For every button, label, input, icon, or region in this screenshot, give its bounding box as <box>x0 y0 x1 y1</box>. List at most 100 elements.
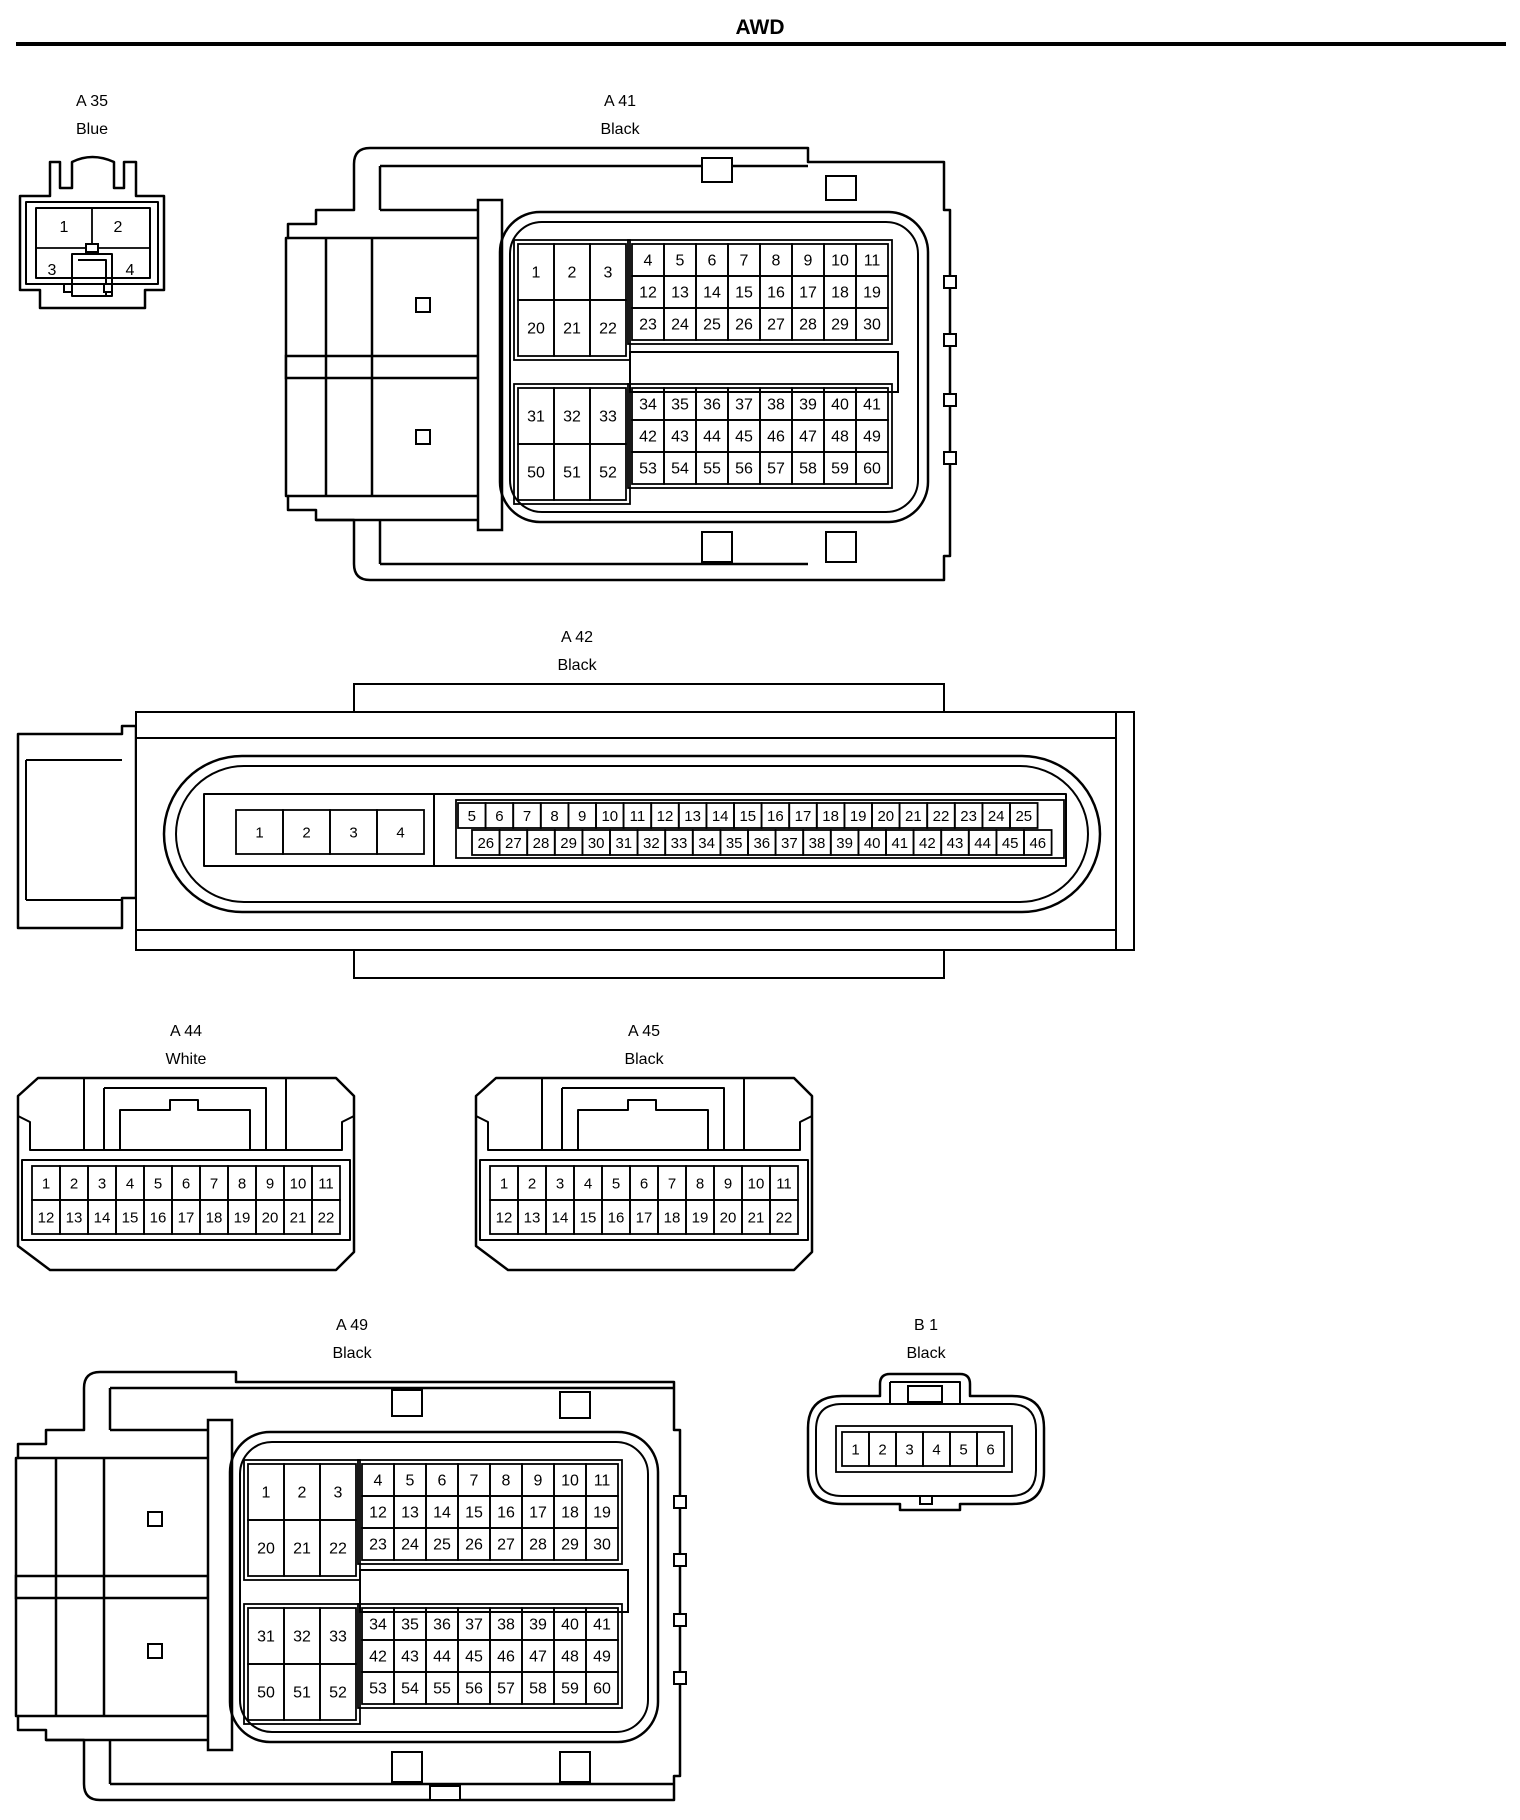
connector-a44-body <box>16 1076 356 1272</box>
pin-number: 60 <box>863 461 881 478</box>
pin-number: 53 <box>369 1681 387 1698</box>
pin-number: 46 <box>497 1649 515 1666</box>
page-title: AWD <box>735 16 785 39</box>
pin-number: 22 <box>318 1210 335 1227</box>
pin-number: 8 <box>550 808 558 825</box>
pin-cell <box>589 443 627 501</box>
pin-number: 7 <box>470 1473 479 1490</box>
pin-number: 12 <box>38 1210 55 1227</box>
pin-number: 59 <box>561 1681 579 1698</box>
pin-number: 52 <box>599 465 617 482</box>
pin-number: 8 <box>238 1176 246 1193</box>
pin-number: 21 <box>293 1541 311 1558</box>
connector-a41-body <box>284 146 957 582</box>
pin-number: 4 <box>644 253 653 270</box>
pin-number: 42 <box>369 1649 387 1666</box>
pin-number: 17 <box>178 1210 195 1227</box>
pin-number: 44 <box>433 1649 451 1666</box>
pin-number: 19 <box>593 1505 611 1522</box>
pin-number: 54 <box>671 461 689 478</box>
pin-number: 4 <box>126 1176 134 1193</box>
pin-number: 43 <box>401 1649 419 1666</box>
pin-number: 12 <box>639 285 657 302</box>
pin-number: 59 <box>831 461 849 478</box>
pin-number: 15 <box>580 1210 597 1227</box>
pin-number: 10 <box>601 808 618 825</box>
pin-number: 51 <box>293 1685 311 1702</box>
pin-number: 16 <box>767 808 784 825</box>
pin-number: 9 <box>266 1176 274 1193</box>
connector-b1-id: B 1 <box>914 1317 938 1334</box>
pin-number: 37 <box>465 1617 483 1634</box>
pin-number: 54 <box>401 1681 419 1698</box>
pin-number: 56 <box>735 461 753 478</box>
pin-number: 8 <box>772 253 781 270</box>
pin-number: 23 <box>369 1537 387 1554</box>
pin-number: 45 <box>465 1649 483 1666</box>
pin-number: 49 <box>863 429 881 446</box>
pin-number: 9 <box>724 1176 732 1193</box>
pin-number: 43 <box>671 429 689 446</box>
pin-number: 7 <box>740 253 749 270</box>
pin-number: 27 <box>767 317 785 334</box>
connector-a44-id: A 44 <box>170 1023 202 1040</box>
pin-number: 57 <box>767 461 785 478</box>
connector-a42-id: A 42 <box>561 629 593 646</box>
connector-b1-body <box>806 1372 1046 1512</box>
pin-number: 28 <box>529 1537 547 1554</box>
pin-number: 1 <box>42 1176 50 1193</box>
connector-a42-body <box>16 683 1135 979</box>
pin-number: 6 <box>495 808 503 825</box>
pin-cell <box>589 299 627 357</box>
pin-number: 6 <box>986 1442 994 1459</box>
pin-number: 14 <box>94 1210 111 1227</box>
pin-number: 13 <box>66 1210 83 1227</box>
pin-number: 5 <box>676 253 685 270</box>
pin-number: 2 <box>70 1176 78 1193</box>
pin-number: 48 <box>561 1649 579 1666</box>
pin-number: 19 <box>850 808 867 825</box>
pin-number: 29 <box>561 1537 579 1554</box>
connector-a35-id: A 35 <box>76 93 108 110</box>
pin-number: 31 <box>257 1629 275 1646</box>
pin-number: 3 <box>98 1176 106 1193</box>
pin-number: 39 <box>529 1617 547 1634</box>
pin-block <box>627 383 893 489</box>
pin-number: 20 <box>720 1210 737 1227</box>
pin-number: 4 <box>932 1442 940 1459</box>
pin-number: 22 <box>933 808 950 825</box>
pin-number: 41 <box>863 397 881 414</box>
pin-number: 58 <box>799 461 817 478</box>
pin-block <box>513 383 631 505</box>
pin-number: 23 <box>639 317 657 334</box>
pin-number: 34 <box>369 1617 387 1634</box>
pin-number: 27 <box>505 835 522 852</box>
pin-number: 22 <box>329 1541 347 1558</box>
pin-number: 5 <box>154 1176 162 1193</box>
pin-number: 18 <box>206 1210 223 1227</box>
pin-number: 34 <box>698 835 715 852</box>
pin-number: 6 <box>182 1176 190 1193</box>
pin-number: 41 <box>593 1617 611 1634</box>
pin-number: 25 <box>703 317 721 334</box>
pin-number: 11 <box>864 253 881 270</box>
pin-number: 20 <box>257 1541 275 1558</box>
pin-number: 21 <box>905 808 922 825</box>
pin-number: 12 <box>496 1210 513 1227</box>
pin-number: 4 <box>126 262 135 279</box>
pin-number: 26 <box>735 317 753 334</box>
pin-number: 42 <box>919 835 936 852</box>
pin-number: 28 <box>533 835 550 852</box>
pin-number: 12 <box>657 808 674 825</box>
pin-number: 1 <box>255 825 263 842</box>
pin-number: 14 <box>712 808 729 825</box>
pin-number: 33 <box>599 409 617 426</box>
pin-cell <box>319 1663 357 1721</box>
pin-number: 52 <box>329 1685 347 1702</box>
pin-number: 36 <box>433 1617 451 1634</box>
pin-number: 31 <box>615 835 632 852</box>
connector-a49-color: Black <box>332 1345 372 1362</box>
pin-number: 15 <box>465 1505 483 1522</box>
